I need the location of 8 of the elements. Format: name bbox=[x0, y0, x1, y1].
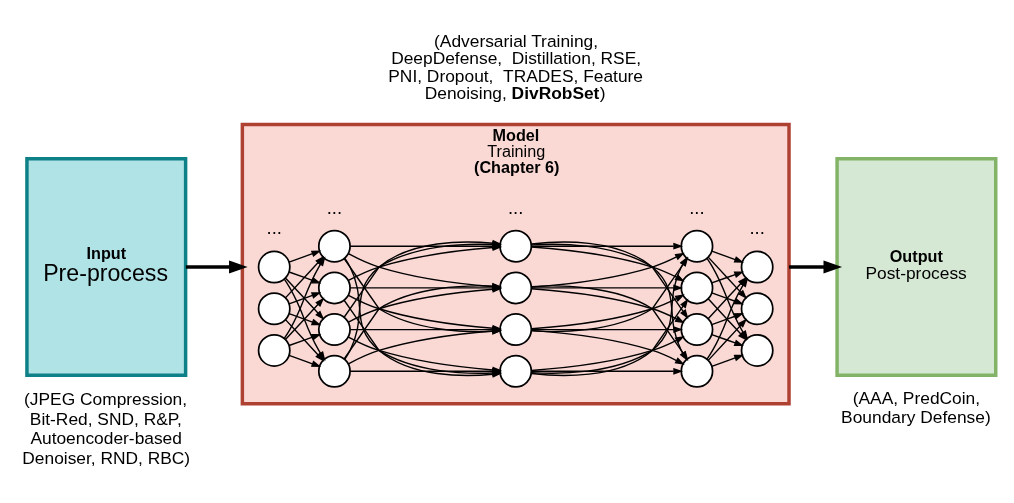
node-label: (AAA, PredCoin, Boundary Defense) bbox=[841, 387, 991, 427]
node-label: (Adversarial Training, DeepDefense, Distillation, RSE, PNI, Dropout, TRADES, Feature Denoising, DivRobSet) bbox=[388, 30, 643, 103]
label: ... bbox=[266, 216, 282, 238]
label: ... bbox=[689, 196, 705, 218]
node-label: (JPEG Compression, Bit-Red, SND, R&P, Autoencoder-based Denoiser, RND, RBC) bbox=[22, 388, 191, 468]
label: ... bbox=[507, 196, 524, 218]
label: ... bbox=[749, 216, 765, 238]
label: ... bbox=[326, 196, 343, 218]
